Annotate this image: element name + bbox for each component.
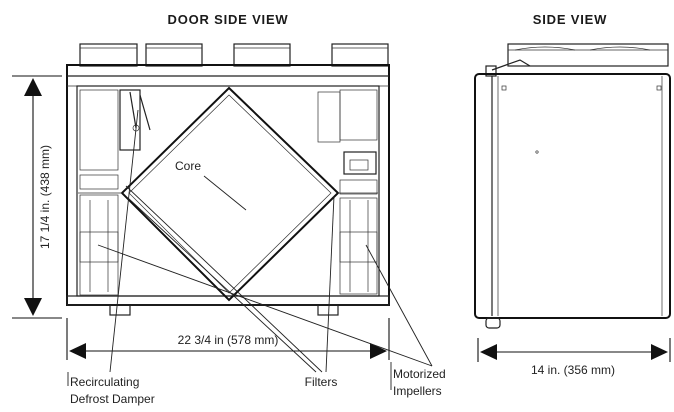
filters-label: Filters <box>305 375 338 389</box>
damper-label-line2: Defrost Damper <box>70 392 155 406</box>
heat-recovery-core <box>78 86 378 302</box>
height-dimension: 17 1/4 in. (438 mm) <box>12 75 62 319</box>
duct-collars <box>79 43 389 67</box>
height-dimension-label: 17 1/4 in. (438 mm) <box>38 145 52 249</box>
depth-dimension: 14 in. (356 mm) <box>477 338 671 377</box>
side-view-drawing <box>474 43 671 329</box>
damper-callout: Recirculating Defrost Damper <box>67 109 155 406</box>
depth-dimension-label: 14 in. (356 mm) <box>531 363 615 377</box>
door-side-view-drawing <box>66 43 390 316</box>
right-compartment <box>317 89 378 295</box>
door-side-view-heading: DOOR SIDE VIEW <box>168 12 289 27</box>
impellers-label-line1: Motorized <box>393 367 446 381</box>
impellers-callout: Motorized Impellers <box>97 244 446 398</box>
side-view-heading: SIDE VIEW <box>533 12 607 27</box>
housing-outline <box>66 64 390 306</box>
damper-label-line1: Recirculating <box>70 375 139 389</box>
filters-callout: Filters <box>125 185 338 389</box>
left-compartment <box>79 89 151 296</box>
core-label: Core <box>175 159 201 173</box>
impellers-label-line2: Impellers <box>393 384 442 398</box>
width-dimension-label: 22 3/4 in (578 mm) <box>178 333 279 347</box>
width-dimension: 22 3/4 in (578 mm) <box>66 318 390 360</box>
